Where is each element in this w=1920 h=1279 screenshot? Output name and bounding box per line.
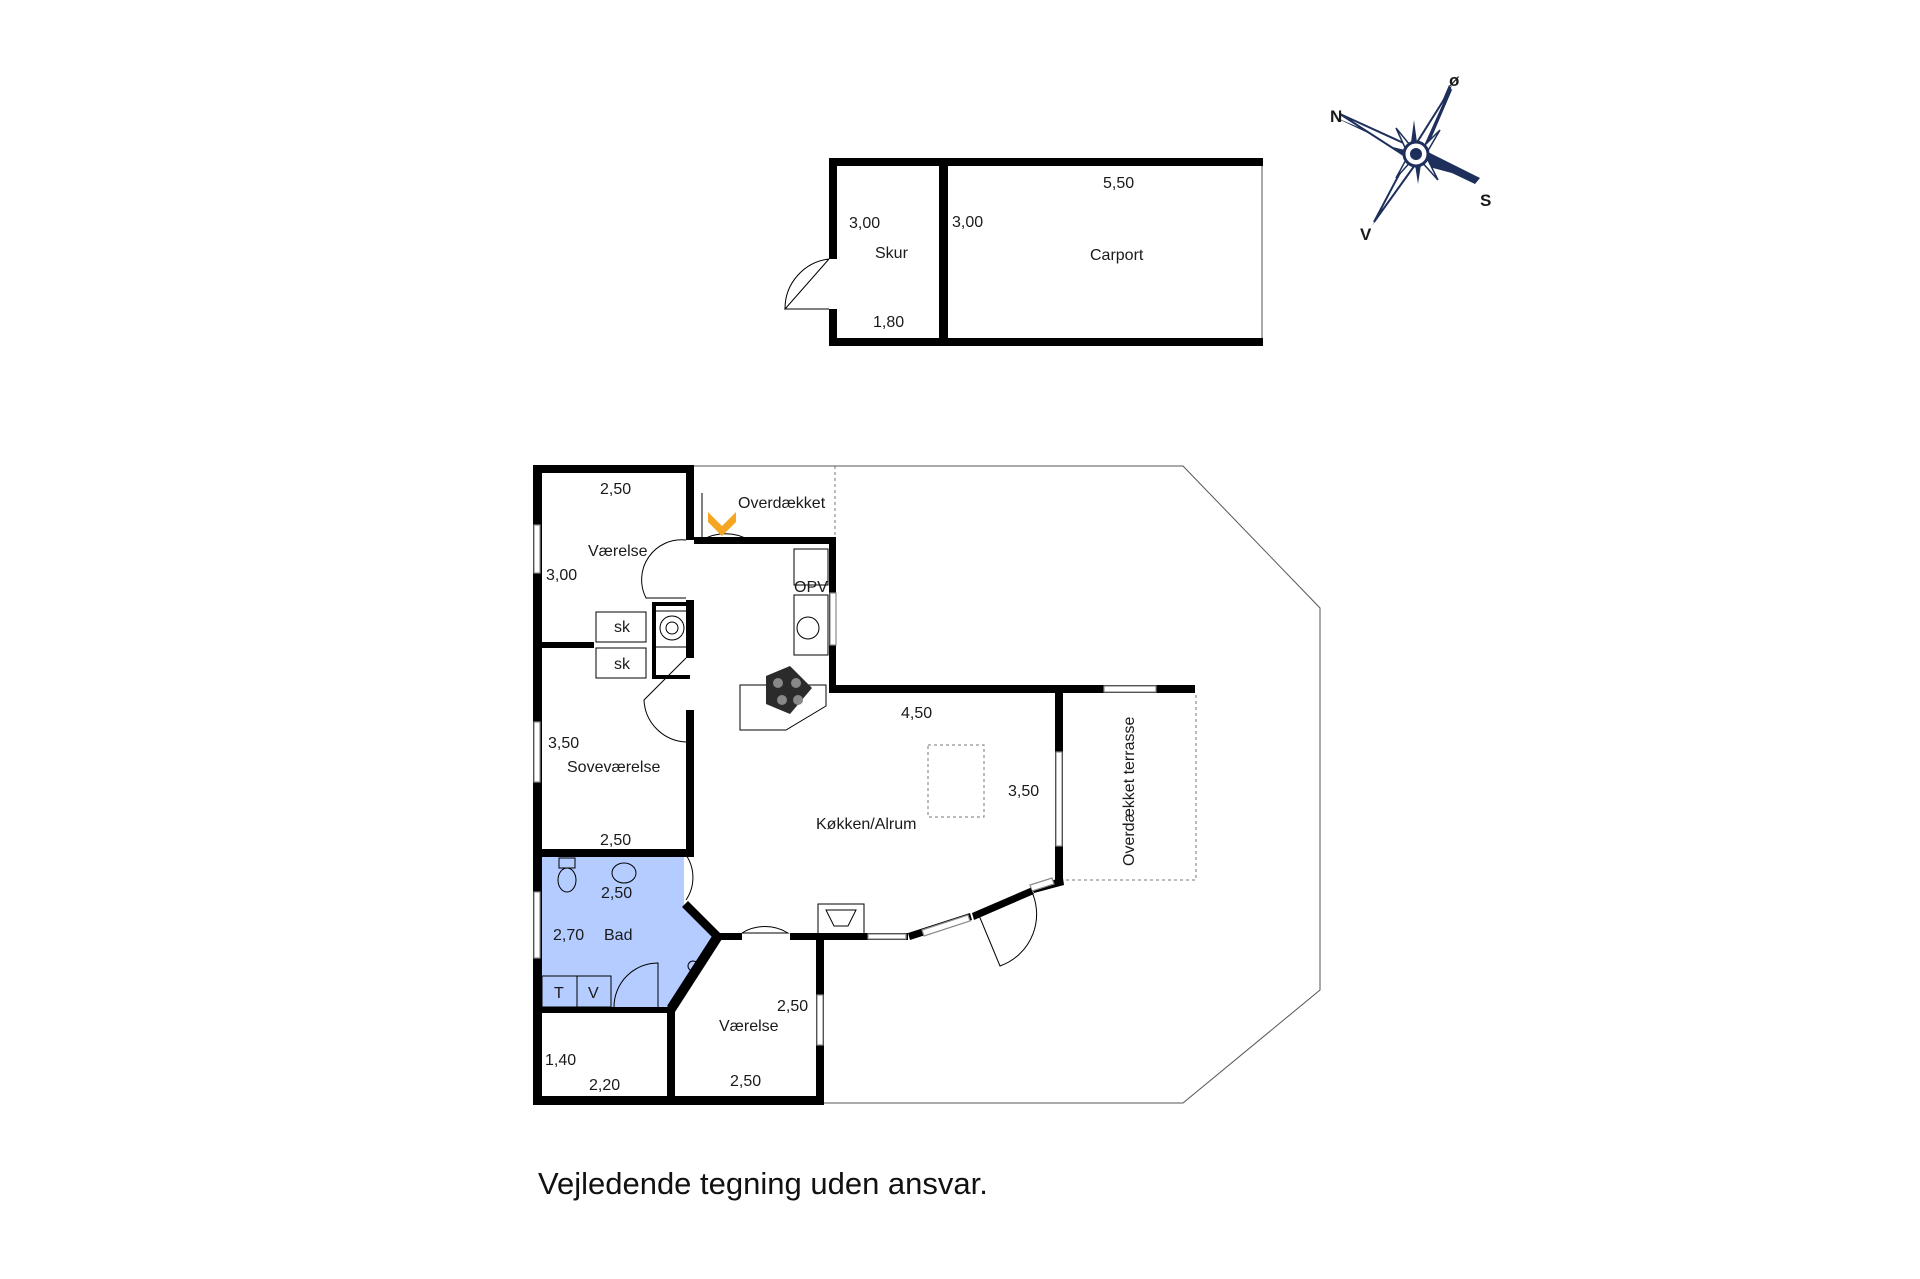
furniture xyxy=(541,512,985,1008)
bedroom-dim-side: 3,50 xyxy=(548,735,579,752)
entrance-arrow-icon xyxy=(708,512,736,536)
small-room-dim-bottom: 2,20 xyxy=(589,1077,620,1094)
closet-label-1: sk xyxy=(614,619,631,636)
carport-dim-top: 5,50 xyxy=(1103,175,1134,192)
bedroom-dim-bottom: 2,50 xyxy=(600,832,631,849)
room-bottom-dim-bottom: 2,50 xyxy=(730,1073,761,1090)
bedroom-label: Soveværelse xyxy=(567,759,660,776)
carport-label: Carport xyxy=(1090,247,1144,264)
terrace-label: Overdækket terrasse xyxy=(1121,717,1138,866)
washer-label: V xyxy=(588,985,599,1002)
kitchen-label: Køkken/Alrum xyxy=(816,816,916,833)
room-bottom-dim-side: 2,50 xyxy=(777,998,808,1015)
compass-n: N xyxy=(1330,107,1342,126)
room-top-label: Værelse xyxy=(588,543,648,560)
compass-s: S xyxy=(1480,191,1491,210)
compass-rose xyxy=(1332,85,1480,226)
room-top-dim-top: 2,50 xyxy=(600,481,631,498)
skur-dim-bottom: 1,80 xyxy=(873,314,904,331)
skur-dim-top: 3,00 xyxy=(849,215,880,232)
bath-dim-side: 2,70 xyxy=(553,927,584,944)
doors xyxy=(613,493,1038,1008)
disclaimer-caption: Vejledende tegning uden ansvar. xyxy=(538,1166,988,1201)
skur-label: Skur xyxy=(875,245,909,262)
room-top-dim-side: 3,00 xyxy=(546,567,577,584)
terrace-outline xyxy=(694,465,1321,1104)
kitchen-dim-top: 4,50 xyxy=(901,705,932,722)
dishwasher-label: OPV xyxy=(794,579,828,596)
house-walls xyxy=(533,465,1195,1105)
compass-v: V xyxy=(1360,225,1372,244)
closet-label-2: sk xyxy=(614,656,631,673)
covered-entry-label: Overdækket xyxy=(738,495,826,512)
windows xyxy=(533,524,1157,1046)
carport-dim-side: 3,00 xyxy=(952,214,983,231)
compass-o: ø xyxy=(1449,71,1460,90)
bathroom-floor xyxy=(542,855,717,1007)
room-bottom-label: Værelse xyxy=(719,1018,779,1035)
dryer-label: T xyxy=(554,985,564,1002)
outbuilding xyxy=(783,158,1263,346)
small-room-dim-side: 1,40 xyxy=(545,1052,576,1069)
kitchen-dim-side: 3,50 xyxy=(1008,783,1039,800)
bath-label: Bad xyxy=(604,927,632,944)
bath-dim-top: 2,50 xyxy=(601,885,632,902)
door-swing xyxy=(783,258,830,310)
